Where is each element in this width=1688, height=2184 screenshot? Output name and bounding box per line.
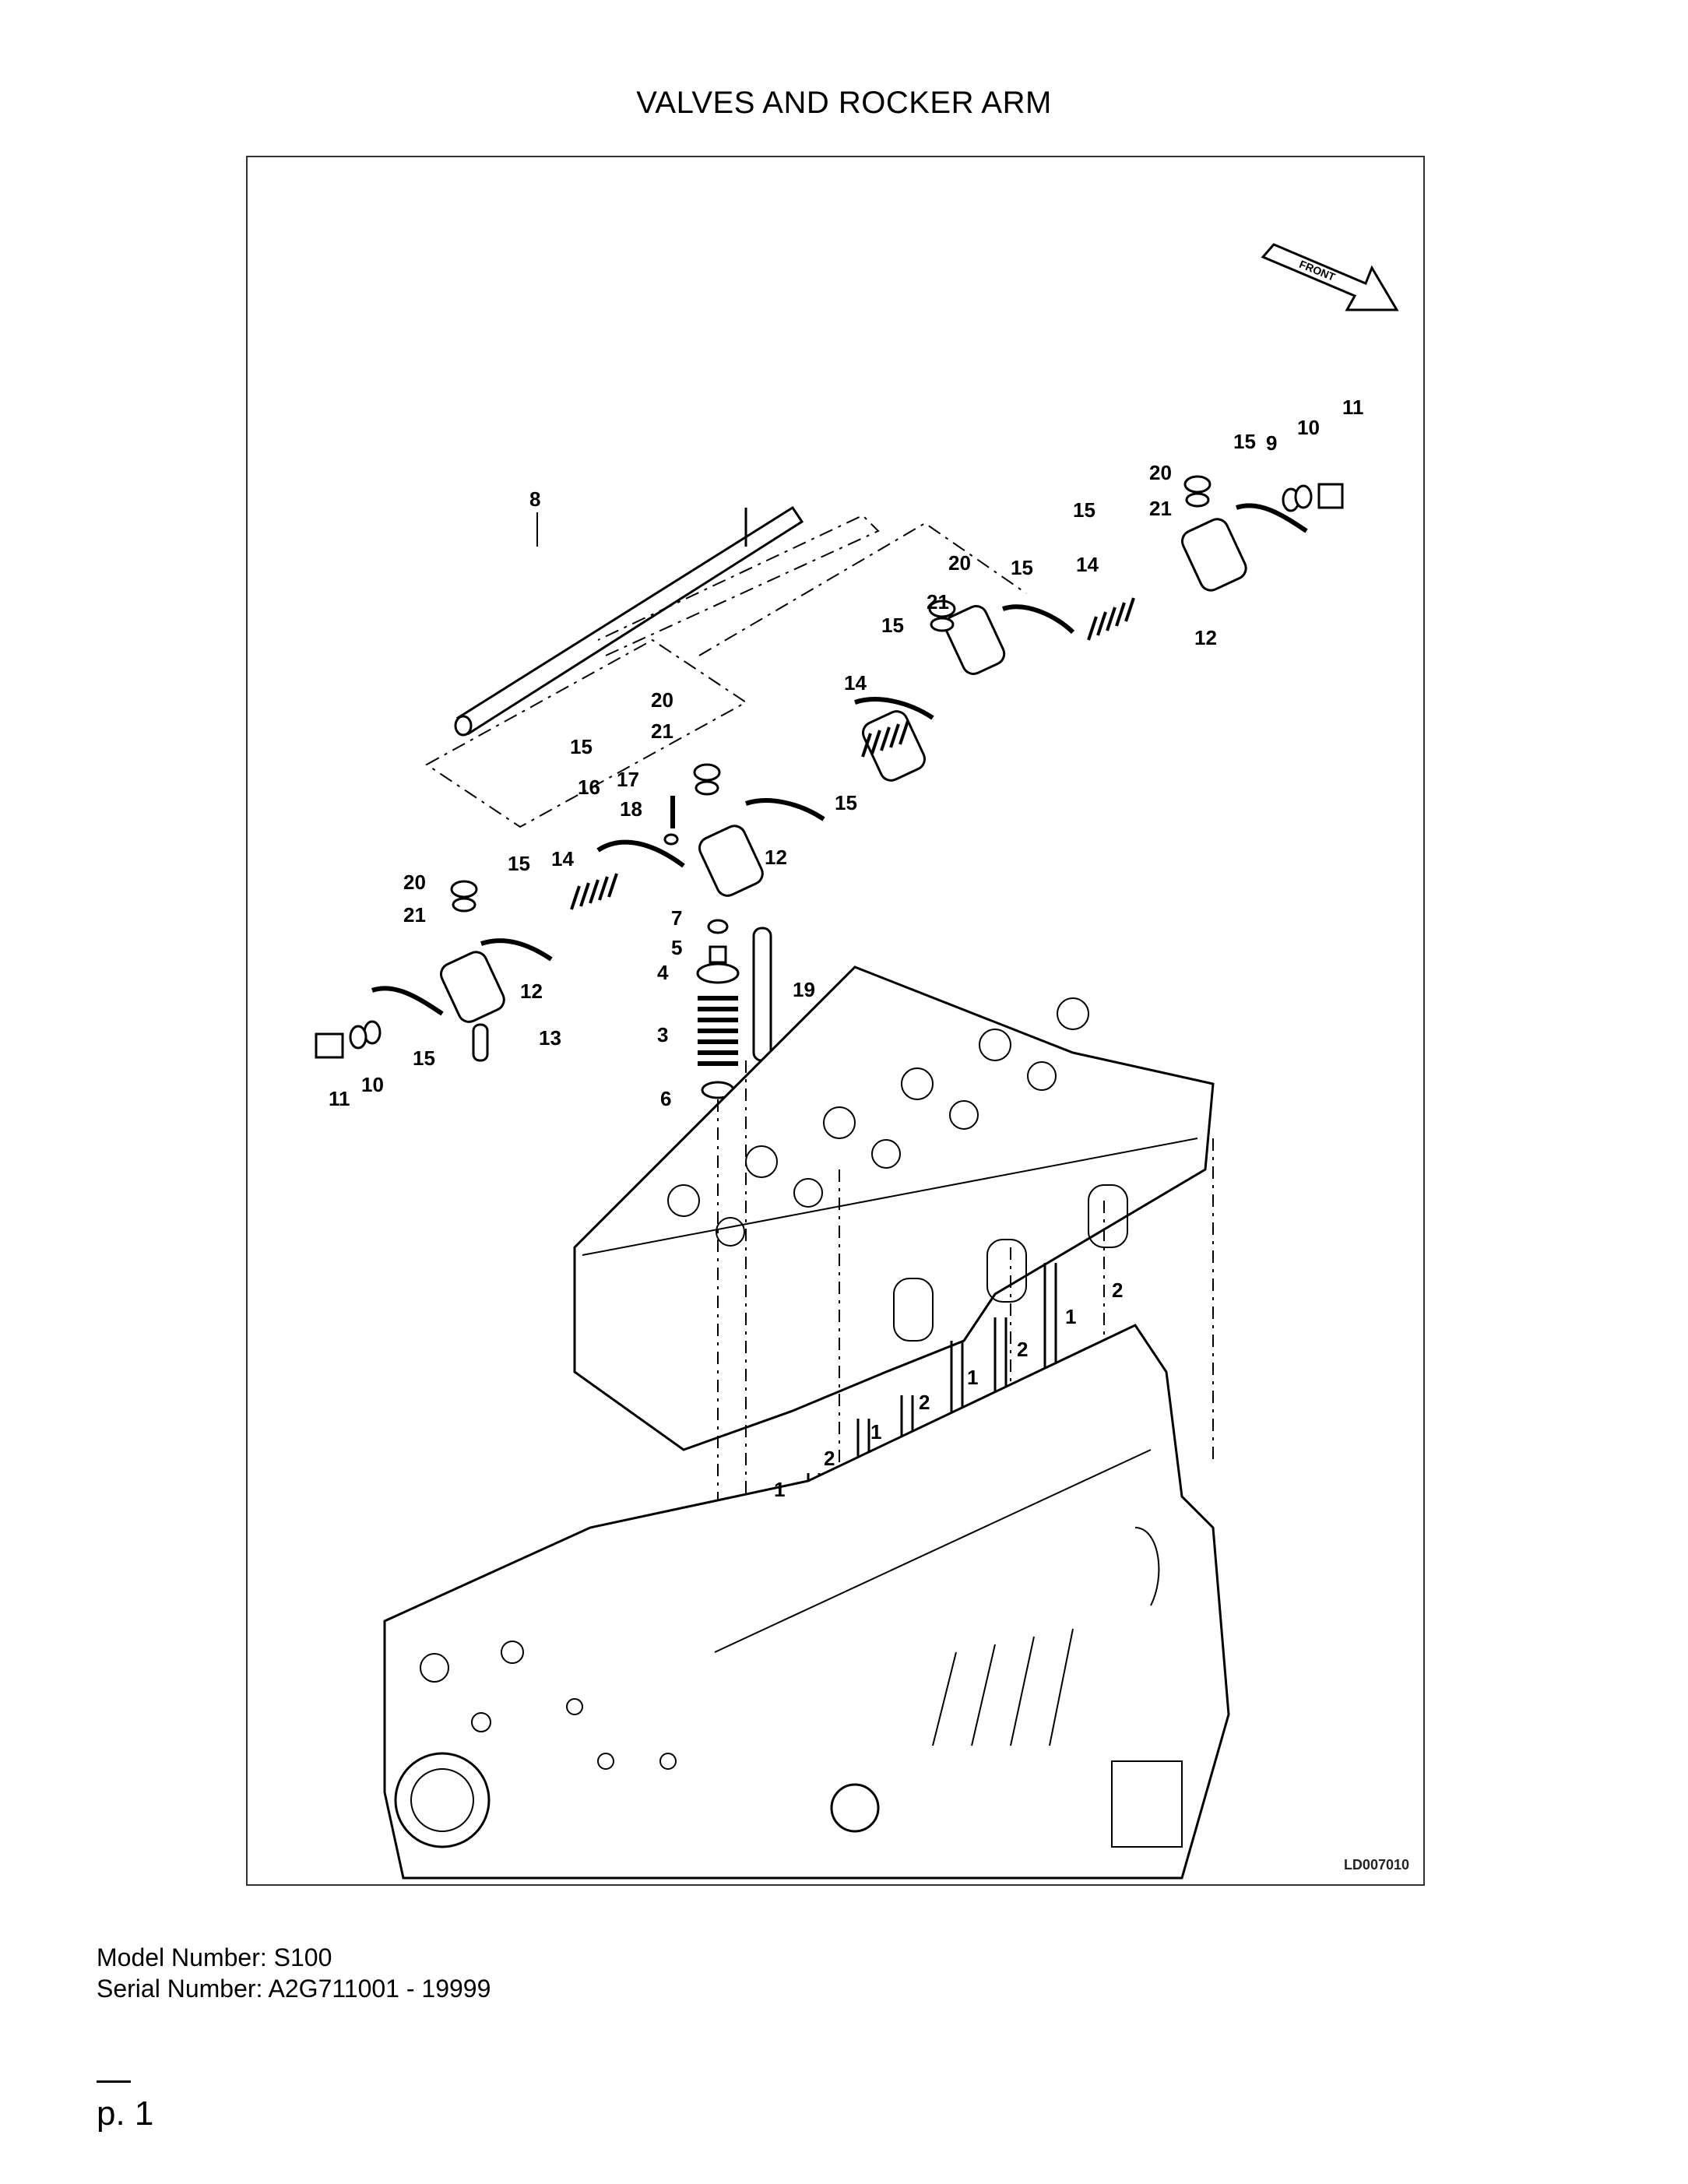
callout-18: 18 — [620, 797, 642, 821]
callout-21: 21 — [927, 590, 949, 614]
callout-15: 15 — [1073, 498, 1095, 522]
document-info: Model Number: S100 Serial Number: A2G711… — [97, 1942, 491, 2004]
page-number: p. 1 — [97, 2094, 154, 2133]
callout-1: 1 — [1065, 1305, 1076, 1328]
callout-9: 9 — [1266, 431, 1277, 455]
callout-12: 12 — [1194, 626, 1217, 649]
callout-12: 12 — [520, 979, 543, 1003]
callout-11: 11 — [1342, 396, 1364, 419]
callout-1: 1 — [870, 1420, 881, 1444]
callout-1: 1 — [967, 1366, 978, 1389]
callout-16: 16 — [578, 775, 600, 799]
callout-21: 21 — [651, 719, 673, 743]
callout-11: 11 — [329, 1087, 350, 1110]
callout-7: 7 — [671, 906, 682, 930]
callout-8: 8 — [529, 487, 540, 511]
engine-block — [383, 1324, 1230, 1880]
callout-2: 2 — [1112, 1278, 1123, 1302]
callout-10: 10 — [1297, 416, 1320, 439]
callout-3: 3 — [657, 1023, 668, 1046]
callout-14: 14 — [551, 847, 574, 870]
rocker-shaft — [454, 505, 804, 737]
callout-4: 4 — [657, 961, 669, 984]
model-number: Model Number: S100 — [97, 1943, 332, 1971]
callout-15: 15 — [508, 852, 530, 875]
front-arrow-icon: FRONT — [1261, 243, 1399, 311]
callout-17: 17 — [617, 768, 639, 791]
callout-2: 2 — [1017, 1338, 1028, 1361]
page-title: VALVES AND ROCKER ARM — [636, 86, 1052, 120]
callout-21: 21 — [1149, 497, 1172, 520]
callout-20: 20 — [1149, 461, 1172, 484]
callout-20: 20 — [403, 870, 426, 894]
callout-2: 2 — [824, 1447, 835, 1470]
callout-20: 20 — [948, 551, 971, 575]
callout-1: 1 — [774, 1478, 785, 1501]
cylinder-head — [573, 965, 1215, 1451]
callout-14: 14 — [844, 671, 867, 695]
callout-14: 14 — [1076, 553, 1099, 576]
callout-10: 10 — [361, 1073, 384, 1096]
page-rule — [97, 2080, 131, 2083]
callout-6: 6 — [660, 1087, 671, 1110]
upper-rocker-assembly — [854, 475, 1344, 782]
diagram-drawing: FRONT — [315, 243, 1399, 1880]
lower-rocker-assembly — [315, 880, 553, 1062]
callout-15: 15 — [835, 791, 857, 814]
callout-15: 15 — [1011, 556, 1033, 579]
callout-2: 2 — [919, 1391, 930, 1414]
serial-number: Serial Number: A2G711001 - 19999 — [97, 1975, 491, 2003]
middle-rocker-assembly — [570, 763, 825, 910]
figure-id: LD007010 — [1343, 1857, 1409, 1873]
callout-15: 15 — [1233, 430, 1256, 453]
callout-5: 5 — [671, 936, 682, 959]
callout-12: 12 — [765, 846, 787, 869]
callout-21: 21 — [403, 903, 426, 927]
valve-spring-stack — [696, 919, 772, 1099]
exploded-parts-diagram: FRONT — [246, 156, 1425, 1886]
callout-15: 15 — [881, 614, 904, 637]
callout-20: 20 — [651, 688, 673, 712]
callout-13: 13 — [539, 1026, 561, 1050]
callout-15: 15 — [570, 735, 593, 758]
callout-15: 15 — [413, 1046, 435, 1070]
callout-19: 19 — [793, 978, 815, 1001]
